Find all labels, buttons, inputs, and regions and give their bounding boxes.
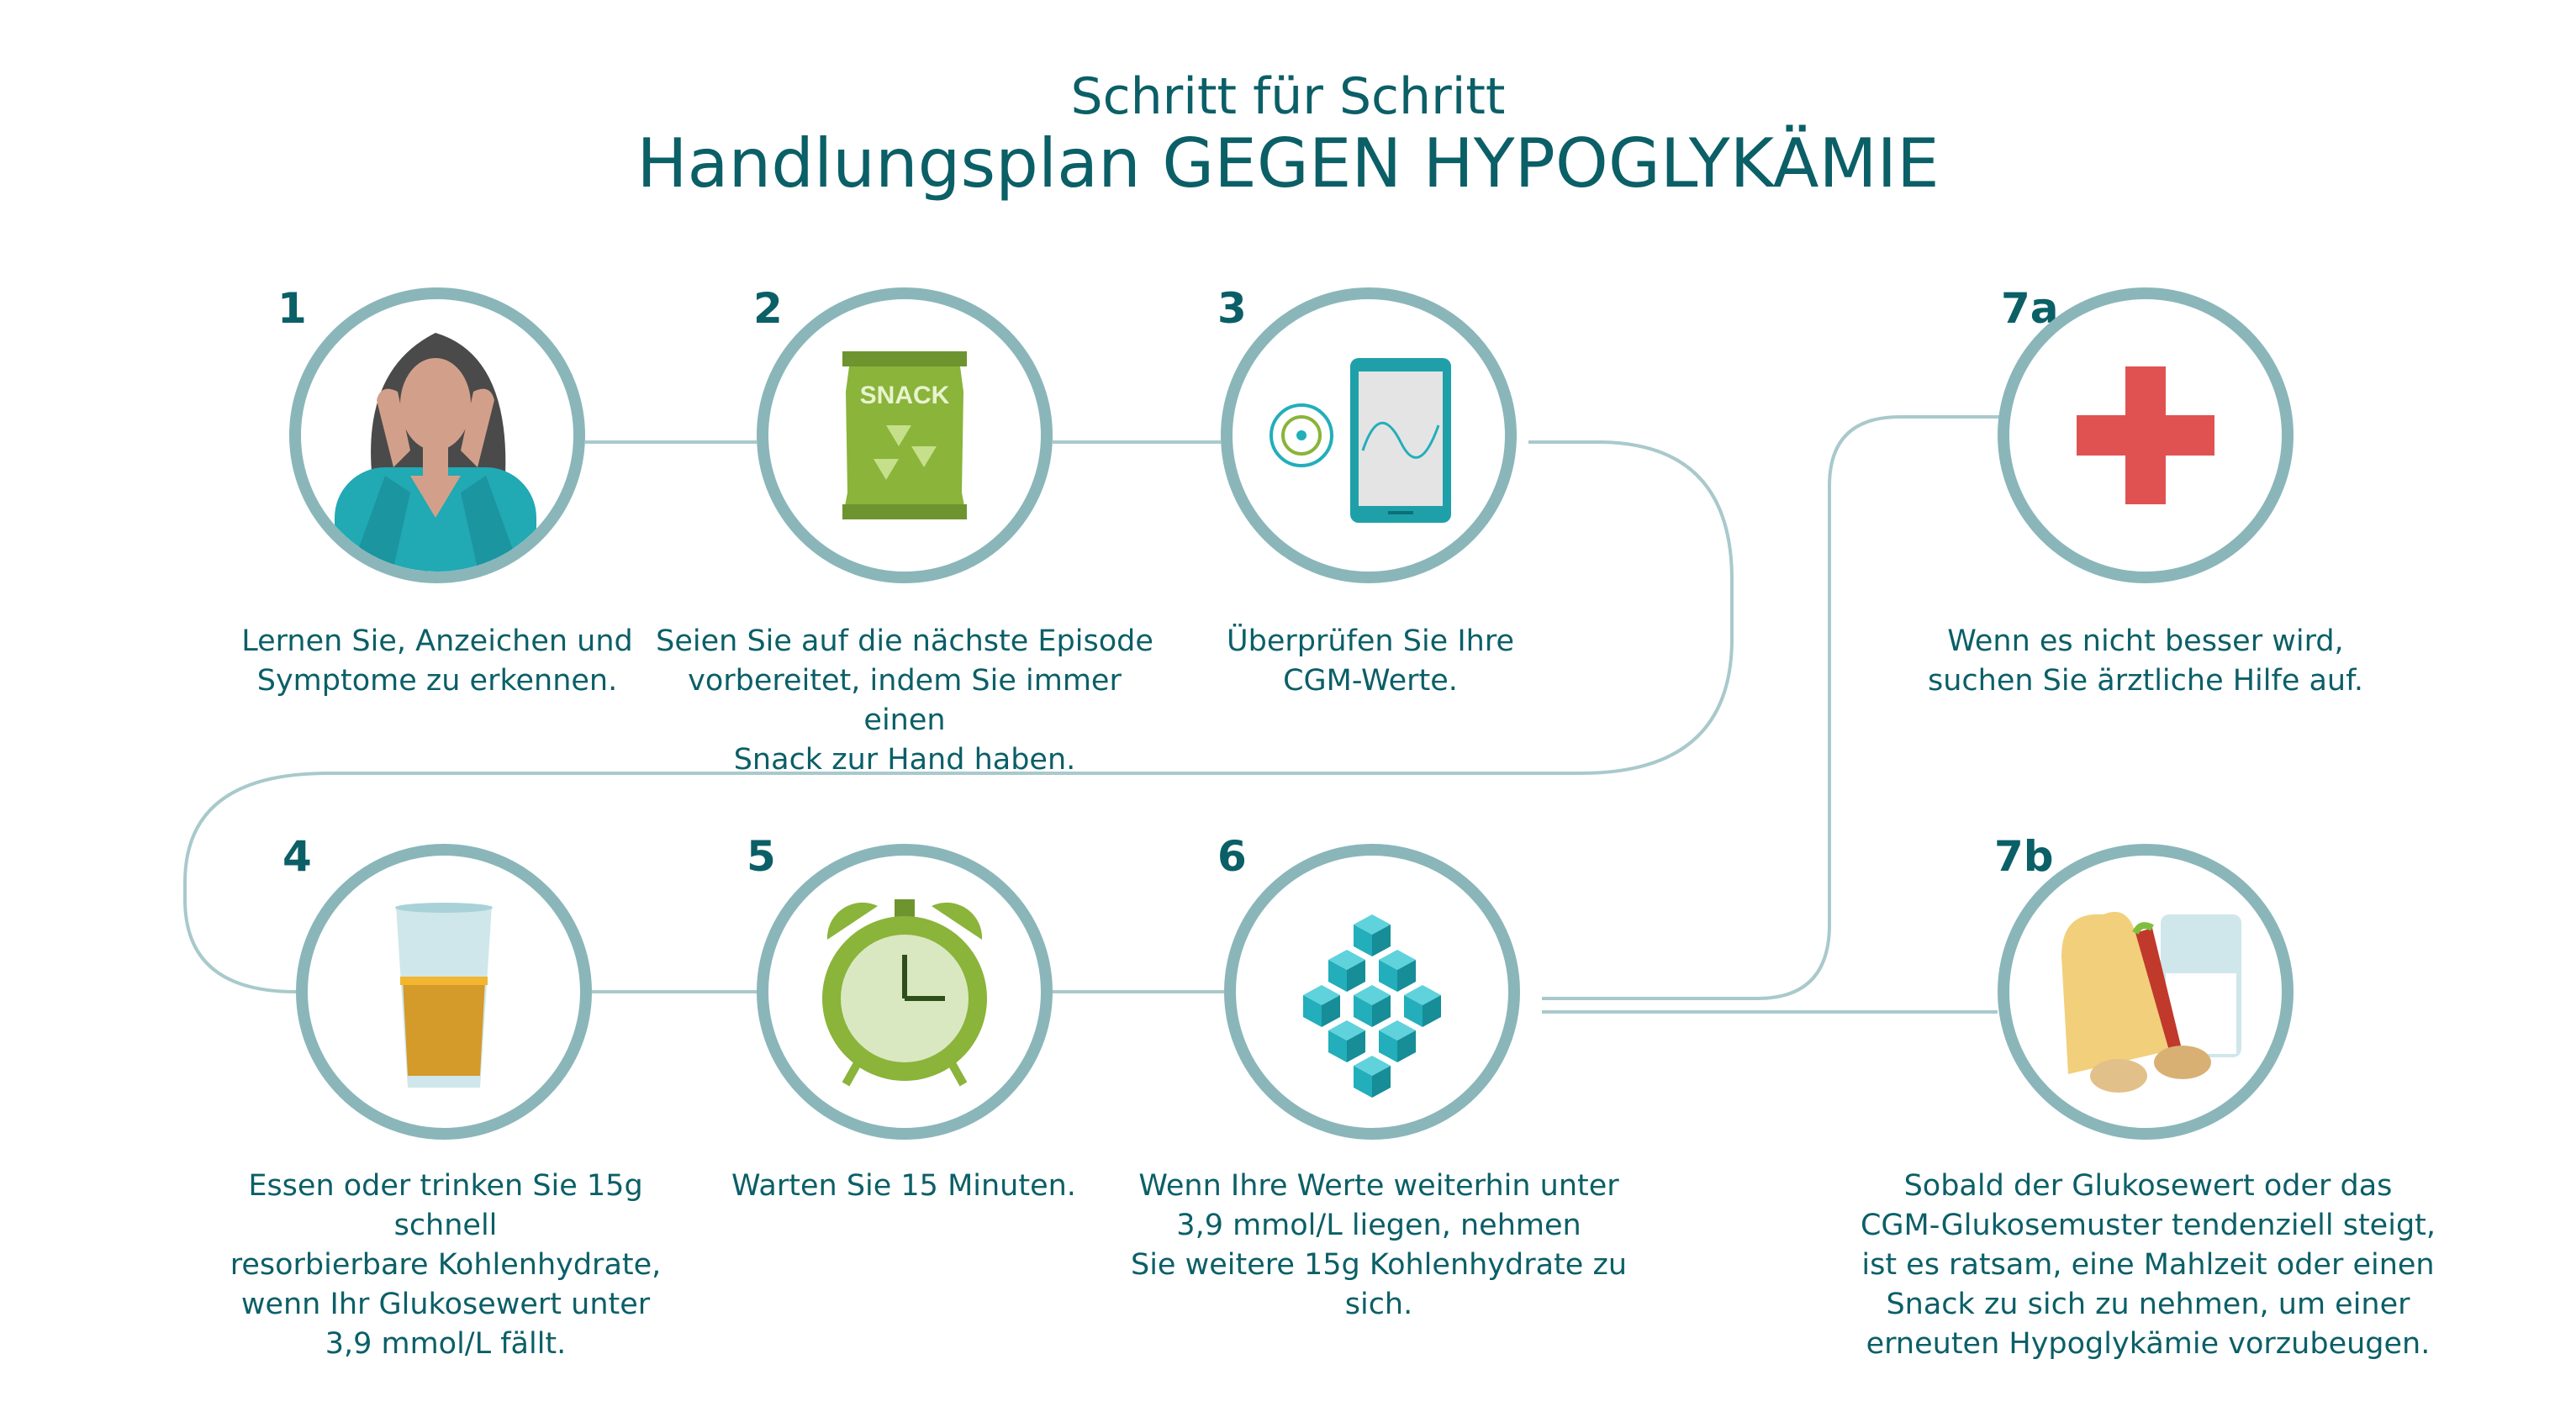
step-5-circle [757,844,1053,1140]
step-7a-caption: Wenn es nicht besser wird, suchen Sie är… [1927,624,2364,698]
step-7a-circle [1998,287,2294,583]
step-number-6: 6 [1217,832,1247,881]
step-number-2: 2 [753,284,783,333]
phone-sensor-icon [1270,358,1451,523]
subtitle: Schritt für Schritt [1070,67,1506,126]
step-number-3: 3 [1217,284,1247,333]
red-cross-icon [2077,366,2214,504]
step-1-caption: Lernen Sie, Anzeichen und Symptome zu er… [241,624,633,698]
step-5-caption: Warten Sie 15 Minuten. [731,1169,1076,1203]
page-title: Handlungsplan GEGEN HYPOGLYKÄMIE [636,124,1940,203]
step-3-caption: Überprüfen Sie Ihre CGM-Werte. [1227,624,1514,698]
step-3-circle [1221,287,1517,583]
sandwich-milk-icon [2061,911,2241,1093]
juice-glass-icon [395,903,493,1088]
step-1-circle [289,287,585,583]
step-number-7b: 7b [1994,832,2054,881]
step-number-4: 4 [282,832,312,881]
step-number-5: 5 [747,832,776,881]
snack-bag-icon: SNACK [842,351,967,519]
step-2-circle: SNACK [757,287,1053,583]
step-4-circle [296,844,592,1140]
step-6-caption: Wenn Ihre Werte weiterhin unter 3,9 mmol… [1130,1169,1628,1321]
step-number-1: 1 [277,284,307,333]
step-2-caption: Seien Sie auf die nächste Episode vorber… [656,624,1153,777]
step-7b-caption: Sobald der Glukosewert oder das CGM-Gluk… [1860,1169,2436,1361]
snack-label: SNACK [860,382,950,409]
sugar-cubes-icon [1236,856,1441,1098]
step-4-caption: Essen oder trinken Sie 15g schnell resor… [230,1169,662,1361]
step-6-circle [1224,844,1520,1140]
step-7b-circle [1998,844,2294,1140]
stressed-woman-icon [335,333,536,572]
alarm-clock-icon [822,899,987,1087]
